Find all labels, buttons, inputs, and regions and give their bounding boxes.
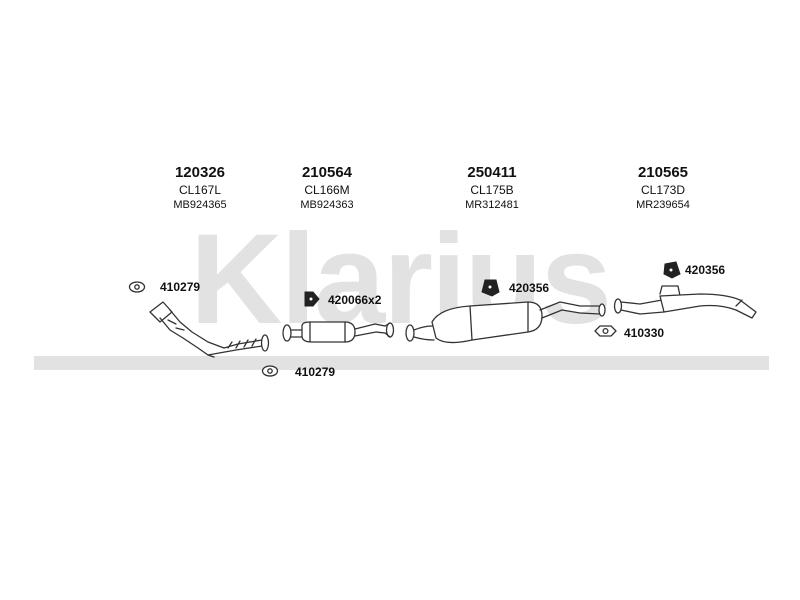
part-column: 120326 CL167L MB924365 — [130, 164, 270, 213]
watermark-text: Klarius — [190, 208, 610, 351]
oem-reference: MB924365 — [173, 199, 227, 211]
fitting-label: 410279 — [295, 365, 336, 379]
tail-pipe-210565 — [613, 285, 757, 319]
part-number: 210564 — [301, 164, 353, 181]
gasket-icon — [594, 325, 617, 337]
watermark-logo: Klarius — [34, 208, 769, 370]
rubber-mount-icon — [663, 261, 681, 279]
fitting-label: 420356 — [509, 281, 550, 295]
rear-box-250411 — [405, 301, 606, 344]
part-number: 210565 — [637, 164, 689, 181]
oem-reference: MR239654 — [636, 199, 690, 211]
fitting-label: 420356 — [685, 263, 726, 277]
watermark-underline — [34, 356, 769, 370]
part-code: CL167L — [178, 183, 222, 197]
part-code: CL166M — [304, 183, 350, 197]
part-column: 250411 CL175B MR312481 — [422, 164, 562, 213]
part-column: 210564 CL166M MB924363 — [257, 164, 397, 213]
part-number: 120326 — [174, 164, 226, 181]
front-pipe-120326 — [149, 301, 270, 358]
fitting-label: 420066x2 — [328, 293, 382, 307]
part-number: 250411 — [467, 164, 517, 181]
rubber-mount-icon — [481, 279, 500, 297]
oem-reference: MB924363 — [300, 199, 354, 211]
part-code: CL175B — [470, 183, 514, 197]
gasket-icon — [261, 365, 279, 377]
rubber-mount-icon — [304, 291, 320, 307]
middle-box-210564 — [282, 321, 395, 343]
oem-reference: MR312481 — [465, 199, 519, 211]
fitting-label: 410279 — [160, 280, 201, 294]
part-code: CL173D — [640, 183, 686, 197]
gasket-icon — [128, 281, 146, 293]
part-column: 210565 CL173D MR239654 — [593, 164, 733, 213]
fitting-label: 410330 — [624, 326, 665, 340]
